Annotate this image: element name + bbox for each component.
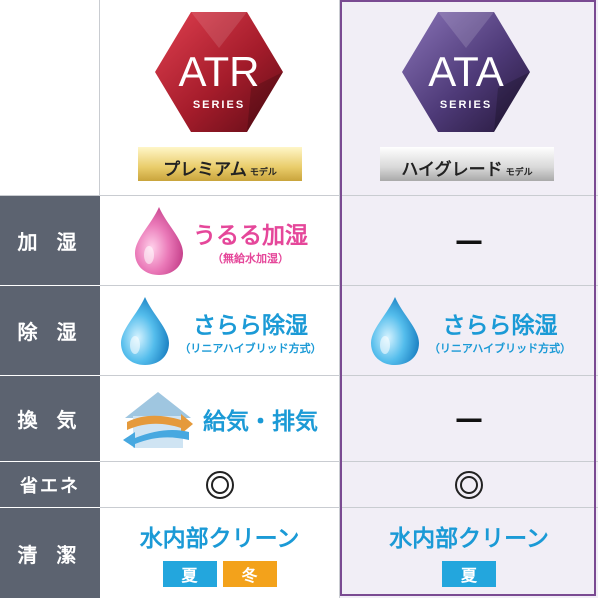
ata-humidify-cell: —: [340, 196, 598, 286]
ata-ventilation-cell: —: [340, 376, 598, 462]
house-ventilation-icon: [123, 391, 193, 448]
ata-model-tag-small: モデル: [505, 168, 533, 178]
double-circle-icon: [455, 470, 483, 499]
atr-model-tag: プレミアム モデル: [138, 147, 302, 181]
pink-water-drop-icon: [135, 206, 183, 275]
row-label-text: 省エネ: [20, 475, 80, 497]
ata-energy-cell: [340, 462, 598, 508]
atr-series-text: SERIES: [193, 99, 245, 111]
hexagon-badge-icon: ATA SERIES: [402, 12, 530, 132]
ata-humidify-dash: —: [455, 224, 483, 257]
row-label-text: 除 湿: [17, 320, 83, 344]
summer-badge: 夏: [442, 561, 496, 587]
atr-clean-cell: 水内部クリーン 夏 冬: [100, 508, 340, 598]
ata-series-text: SERIES: [440, 99, 492, 111]
atr-dehumidify-sub: （リニアハイブリッド方式）: [179, 341, 322, 355]
atr-header-cell: ATR SERIES プレミアム モデル: [100, 0, 340, 196]
row-label-ventilation: 換 気: [0, 376, 100, 462]
atr-name: ATR: [179, 48, 260, 95]
atr-dehumidify-title: さらら除湿: [193, 312, 308, 339]
ata-dehumidify-cell: さらら除湿 （リニアハイブリッド方式）: [340, 286, 598, 376]
ata-dehumidify-title: さらら除湿: [442, 312, 558, 339]
atr-clean-title: 水内部クリーン: [139, 526, 300, 552]
corner-cell: [0, 0, 100, 196]
double-circle-icon: [205, 470, 234, 499]
winter-badge: 冬: [222, 561, 277, 587]
row-label-dehumidify: 除 湿: [0, 286, 100, 376]
row-label-clean: 清 潔: [0, 508, 100, 598]
atr-ventilation-cell: 給気・排気: [100, 376, 340, 462]
atr-model-tag-small: モデル: [249, 168, 277, 178]
atr-humidify-title: うるる加湿: [193, 222, 308, 249]
atr-dehumidify-cell: さらら除湿 （リニアハイブリッド方式）: [100, 286, 340, 376]
row-label-text: 清 潔: [17, 542, 83, 567]
atr-humidify-cell: うるる加湿 （無給水加湿）: [100, 196, 340, 286]
ata-model-tag: ハイグレード モデル: [380, 147, 554, 181]
atr-energy-cell: [100, 462, 340, 508]
blue-water-drop-icon: [370, 296, 419, 365]
ata-name: ATA: [428, 48, 503, 95]
ata-dehumidify-sub: （リニアハイブリッド方式）: [428, 341, 572, 355]
row-label-text: 加 湿: [17, 230, 83, 254]
atr-humidify-sub: （無給水加湿）: [212, 251, 289, 265]
summer-badge: 夏: [162, 561, 217, 587]
ata-clean-title: 水内部クリーン: [389, 526, 549, 552]
atr-model-tag-label: プレミアム: [163, 160, 247, 180]
row-label-humidify: 加 湿: [0, 196, 100, 286]
ata-clean-cell: 水内部クリーン 夏: [340, 508, 598, 598]
atr-series-badge: ATR SERIES: [151, 8, 287, 136]
ata-series-badge: ATA SERIES: [398, 8, 534, 136]
atr-ventilation-title: 給気・排気: [203, 408, 318, 435]
ata-header-cell: ATA SERIES ハイグレード モデル: [340, 0, 598, 196]
row-label-energy: 省エネ: [0, 462, 100, 508]
row-label-text: 換 気: [17, 408, 83, 432]
ata-ventilation-dash: —: [455, 402, 483, 435]
hexagon-badge-icon: ATR SERIES: [155, 12, 283, 132]
ata-model-tag-label: ハイグレード: [401, 160, 503, 180]
blue-water-drop-icon: [121, 296, 170, 365]
